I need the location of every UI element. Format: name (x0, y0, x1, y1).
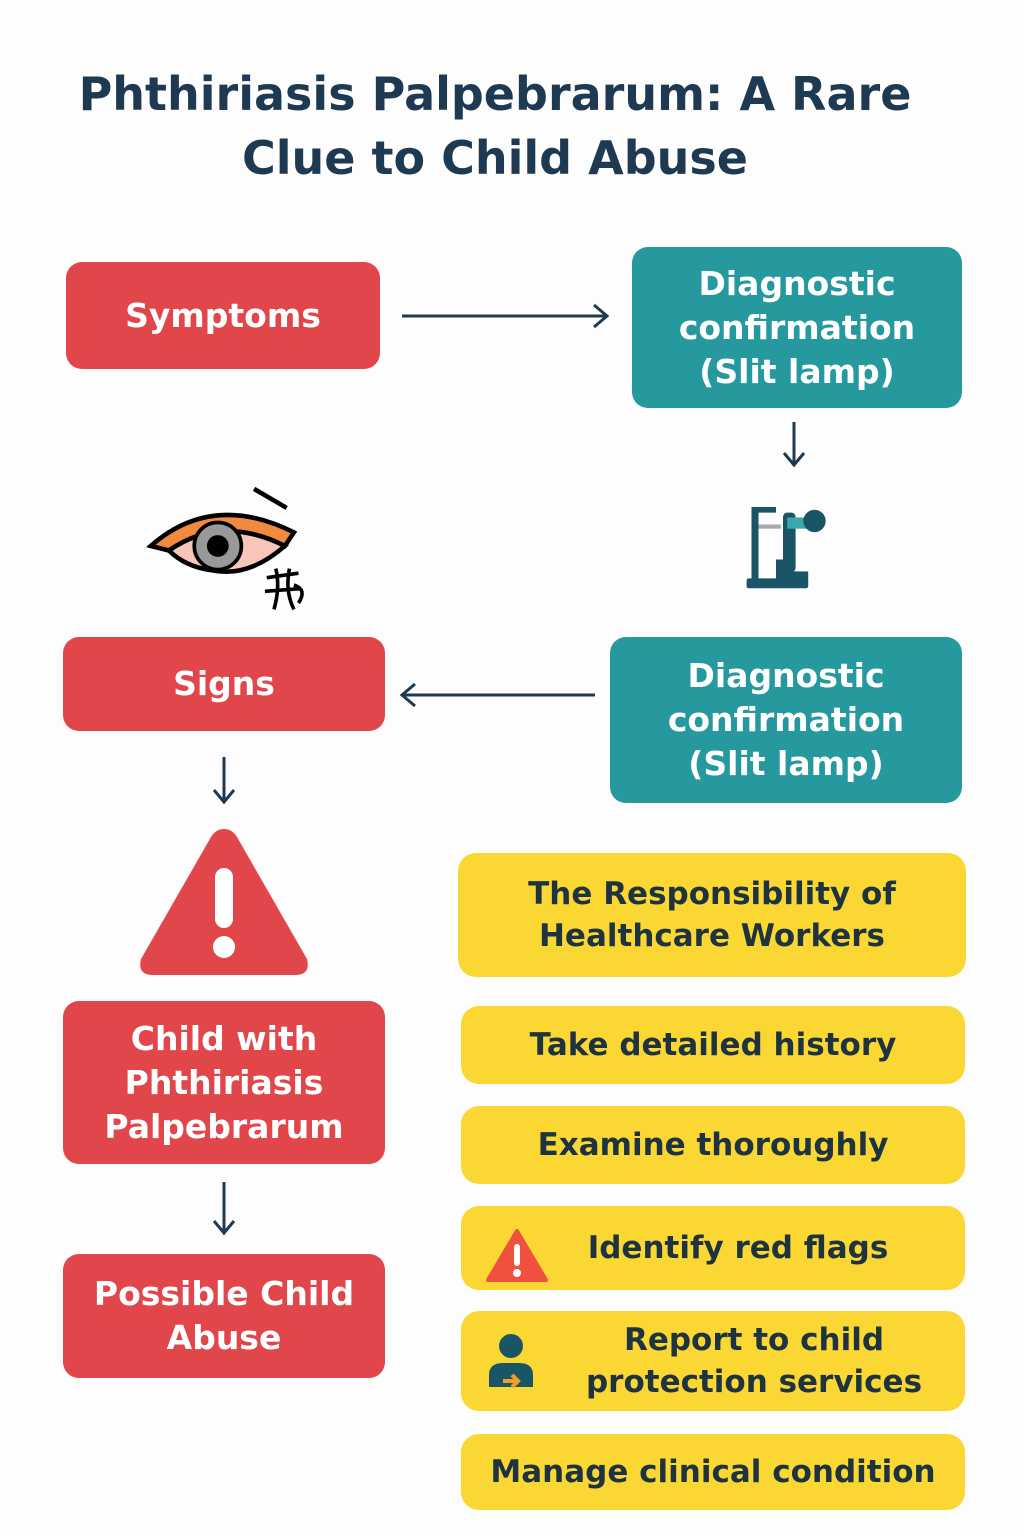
diagnostic-confirmation-box-2: Diagnostic confirmation (Slit lamp) (610, 637, 962, 803)
page-title: Phthiriasis Palpebrarum: A Rare Clue to … (78, 67, 912, 185)
signs-box: Signs (63, 637, 385, 731)
slit-lamp-icon (746, 507, 826, 589)
warning-icon (486, 1229, 548, 1282)
symptoms-box: Symptoms (66, 262, 380, 369)
arrow-right-icon (402, 303, 610, 329)
item-manage: Manage clinical condition (461, 1434, 965, 1510)
item-red-flags: Identify red flags (461, 1206, 965, 1290)
item-examine: Examine thoroughly (461, 1106, 965, 1184)
item-label: Report to child protection services (585, 1322, 923, 1400)
arrow-left-icon (399, 682, 595, 708)
warning-icon (140, 829, 308, 975)
arrow-down-icon (782, 422, 806, 468)
eye-with-lice-icon (146, 486, 304, 611)
responsibility-heading: The Responsibility of Healthcare Workers (458, 853, 966, 977)
item-history: Take detailed history (461, 1006, 965, 1084)
child-with-pp-box: Child with Phthiriasis Palpebrarum (63, 1001, 385, 1164)
diagnostic-confirmation-box: Diagnostic confirmation (Slit lamp) (632, 247, 962, 408)
arrow-down-icon (212, 757, 236, 805)
item-label: Identify red flags (587, 1230, 889, 1266)
arrow-down-icon (212, 1182, 236, 1236)
person-report-icon (489, 1334, 533, 1389)
possible-abuse-box: Possible Child Abuse (63, 1254, 385, 1378)
item-report: Report to child protection services (461, 1311, 965, 1411)
